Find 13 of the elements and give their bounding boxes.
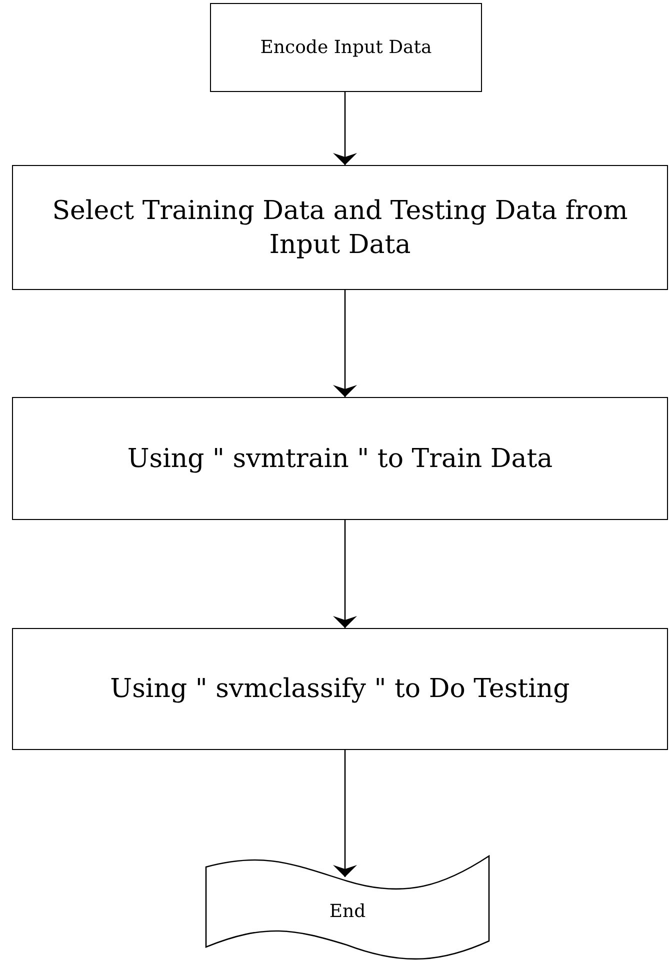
node-label: Using " svmclassify " to Do Testing: [110, 673, 570, 706]
process-box: [210, 3, 482, 92]
arrow: [333, 92, 357, 165]
arrow: [333, 290, 357, 397]
arrow: [333, 750, 357, 877]
process-box: [12, 165, 668, 290]
node-label: Using " svmtrain " to Train Data: [127, 442, 553, 476]
node-label: Select Training Data and Testing Data from Input Data: [51, 194, 629, 262]
node-label: End: [329, 900, 366, 924]
arrow: [333, 520, 357, 628]
process-box: [12, 397, 668, 520]
process-box: [12, 628, 668, 750]
node-label: Encode Input Data: [260, 36, 432, 60]
